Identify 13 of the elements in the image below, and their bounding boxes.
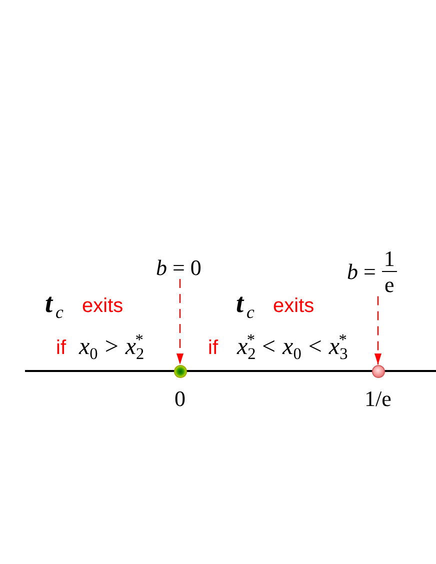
text-label: if [208, 338, 218, 358]
text-label: exits [273, 296, 314, 316]
tick-label: 1/e [364, 388, 392, 410]
text-label: if [56, 338, 66, 358]
text-label: exits [82, 296, 124, 316]
dashed-arrow [176, 279, 184, 364]
point-marker [372, 364, 384, 378]
dashed-arrow [374, 296, 382, 364]
math-label: t$_{c}$ [236, 290, 254, 317]
math-label: t$_{c}$ [45, 290, 64, 317]
point-marker [174, 364, 186, 378]
equation-text: b = 0 [156, 257, 202, 279]
tick-label: 0 [174, 388, 186, 410]
